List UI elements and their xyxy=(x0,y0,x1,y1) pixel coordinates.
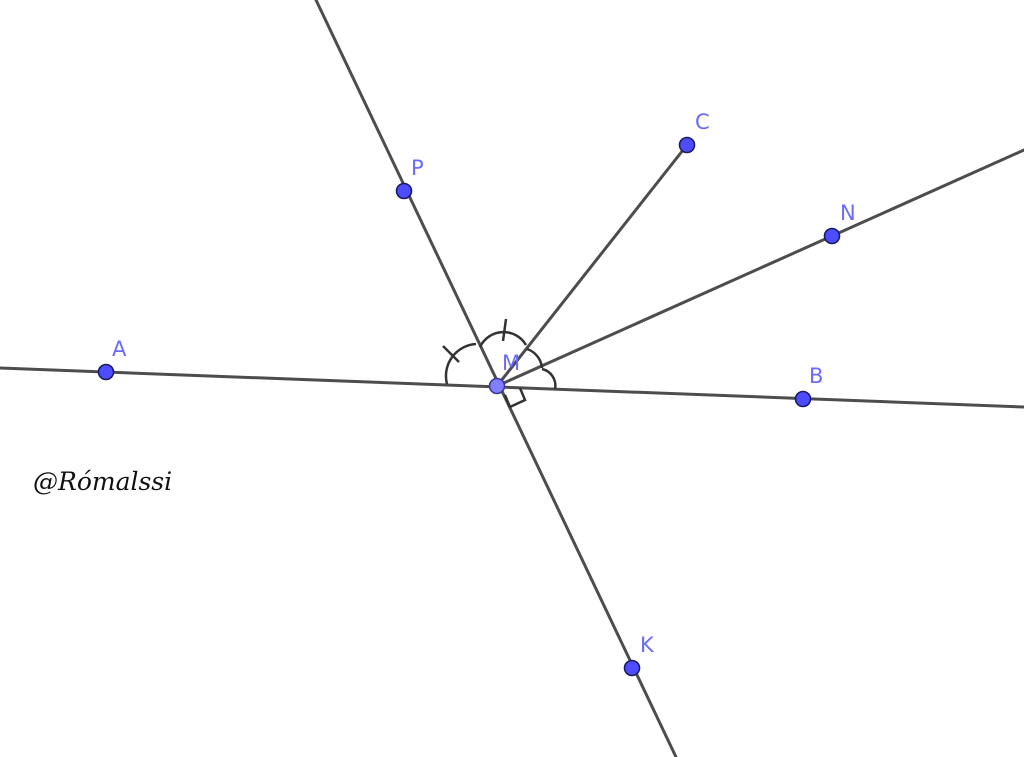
line-AB xyxy=(0,366,1024,409)
angle-arc-PMC xyxy=(478,330,528,348)
point-A[interactable] xyxy=(97,363,115,381)
point-C[interactable] xyxy=(678,136,696,154)
label-A: A xyxy=(112,337,127,361)
author-signature: @Rómalssi xyxy=(33,467,172,496)
angle-tick-AMP xyxy=(442,345,460,363)
point-M[interactable] xyxy=(488,377,506,395)
angle-arc-CMN xyxy=(526,347,544,369)
label-K: K xyxy=(640,633,655,657)
angle-arc-AMP xyxy=(444,342,477,385)
ray-MN xyxy=(495,148,1024,388)
point-N[interactable] xyxy=(823,227,841,245)
label-N: N xyxy=(840,201,856,225)
angle-arc-NMB xyxy=(541,367,557,390)
point-P[interactable] xyxy=(395,182,413,200)
angle-tick-PMC xyxy=(501,318,508,342)
label-B: B xyxy=(809,364,823,388)
segment-MC xyxy=(495,143,689,388)
right-angle-mark xyxy=(503,387,527,409)
point-K[interactable] xyxy=(623,659,641,677)
label-C: C xyxy=(695,110,710,134)
label-P: P xyxy=(411,156,424,180)
point-B[interactable] xyxy=(794,390,812,408)
label-M: M xyxy=(502,351,520,375)
